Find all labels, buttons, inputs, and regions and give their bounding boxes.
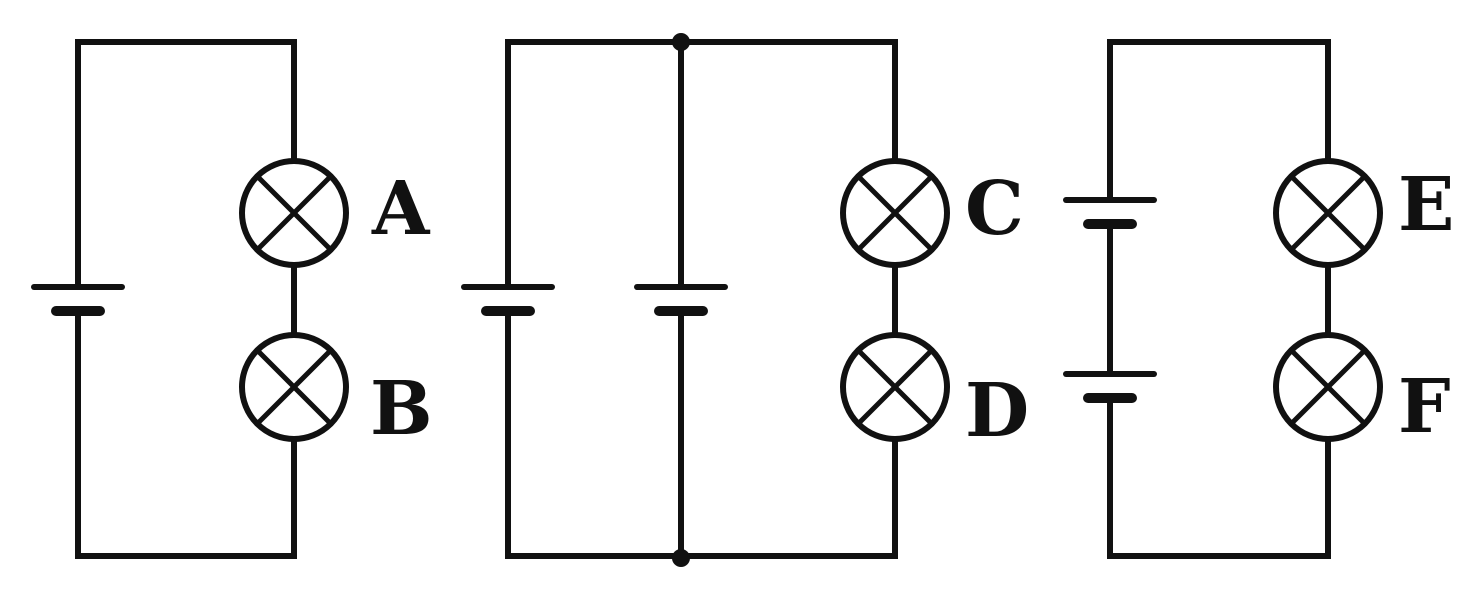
lamp-a xyxy=(239,158,349,268)
lamp-d-cross xyxy=(855,347,935,427)
circuit-1-wire-left-bottom xyxy=(75,308,297,559)
lamp-c xyxy=(840,158,950,268)
battery-cell-2a xyxy=(461,284,555,316)
lamp-d xyxy=(840,332,950,442)
lamp-b-cross xyxy=(254,347,334,427)
lamp-e xyxy=(1273,158,1383,268)
lamp-e-label: E xyxy=(1398,162,1454,248)
battery-cell-3b xyxy=(1063,371,1157,403)
circuit-2: C D xyxy=(461,33,1029,567)
lamp-f-cross xyxy=(1288,347,1368,427)
circuit-3-wire-top xyxy=(1107,39,1331,201)
lamp-c-cross xyxy=(855,173,935,253)
battery-cell-1 xyxy=(31,284,125,316)
lamp-b-label: B xyxy=(370,366,433,452)
lamp-e-cross xyxy=(1288,173,1368,253)
lamp-f xyxy=(1273,332,1383,442)
circuit-1-wire-left-top xyxy=(75,39,297,290)
battery-cell-3a xyxy=(1063,197,1157,229)
circuit-1: A B xyxy=(31,39,433,559)
lamp-d-label: D xyxy=(965,368,1029,454)
lamp-f-label: F xyxy=(1398,364,1451,450)
lamp-a-label: A xyxy=(371,166,431,252)
junction-dot-top xyxy=(672,33,690,51)
battery-cell-2b xyxy=(634,284,728,316)
lamp-a-cross xyxy=(254,173,334,253)
junction-dot-bottom xyxy=(672,549,690,567)
circuit-3-wire-bottom xyxy=(1107,395,1331,559)
lamp-b xyxy=(239,332,349,442)
lamp-c-label: C xyxy=(965,166,1024,252)
circuit-2-wire-top xyxy=(505,39,898,290)
circuit-3: E F xyxy=(1063,39,1454,559)
circuit-2-wire-bottom xyxy=(505,308,898,559)
